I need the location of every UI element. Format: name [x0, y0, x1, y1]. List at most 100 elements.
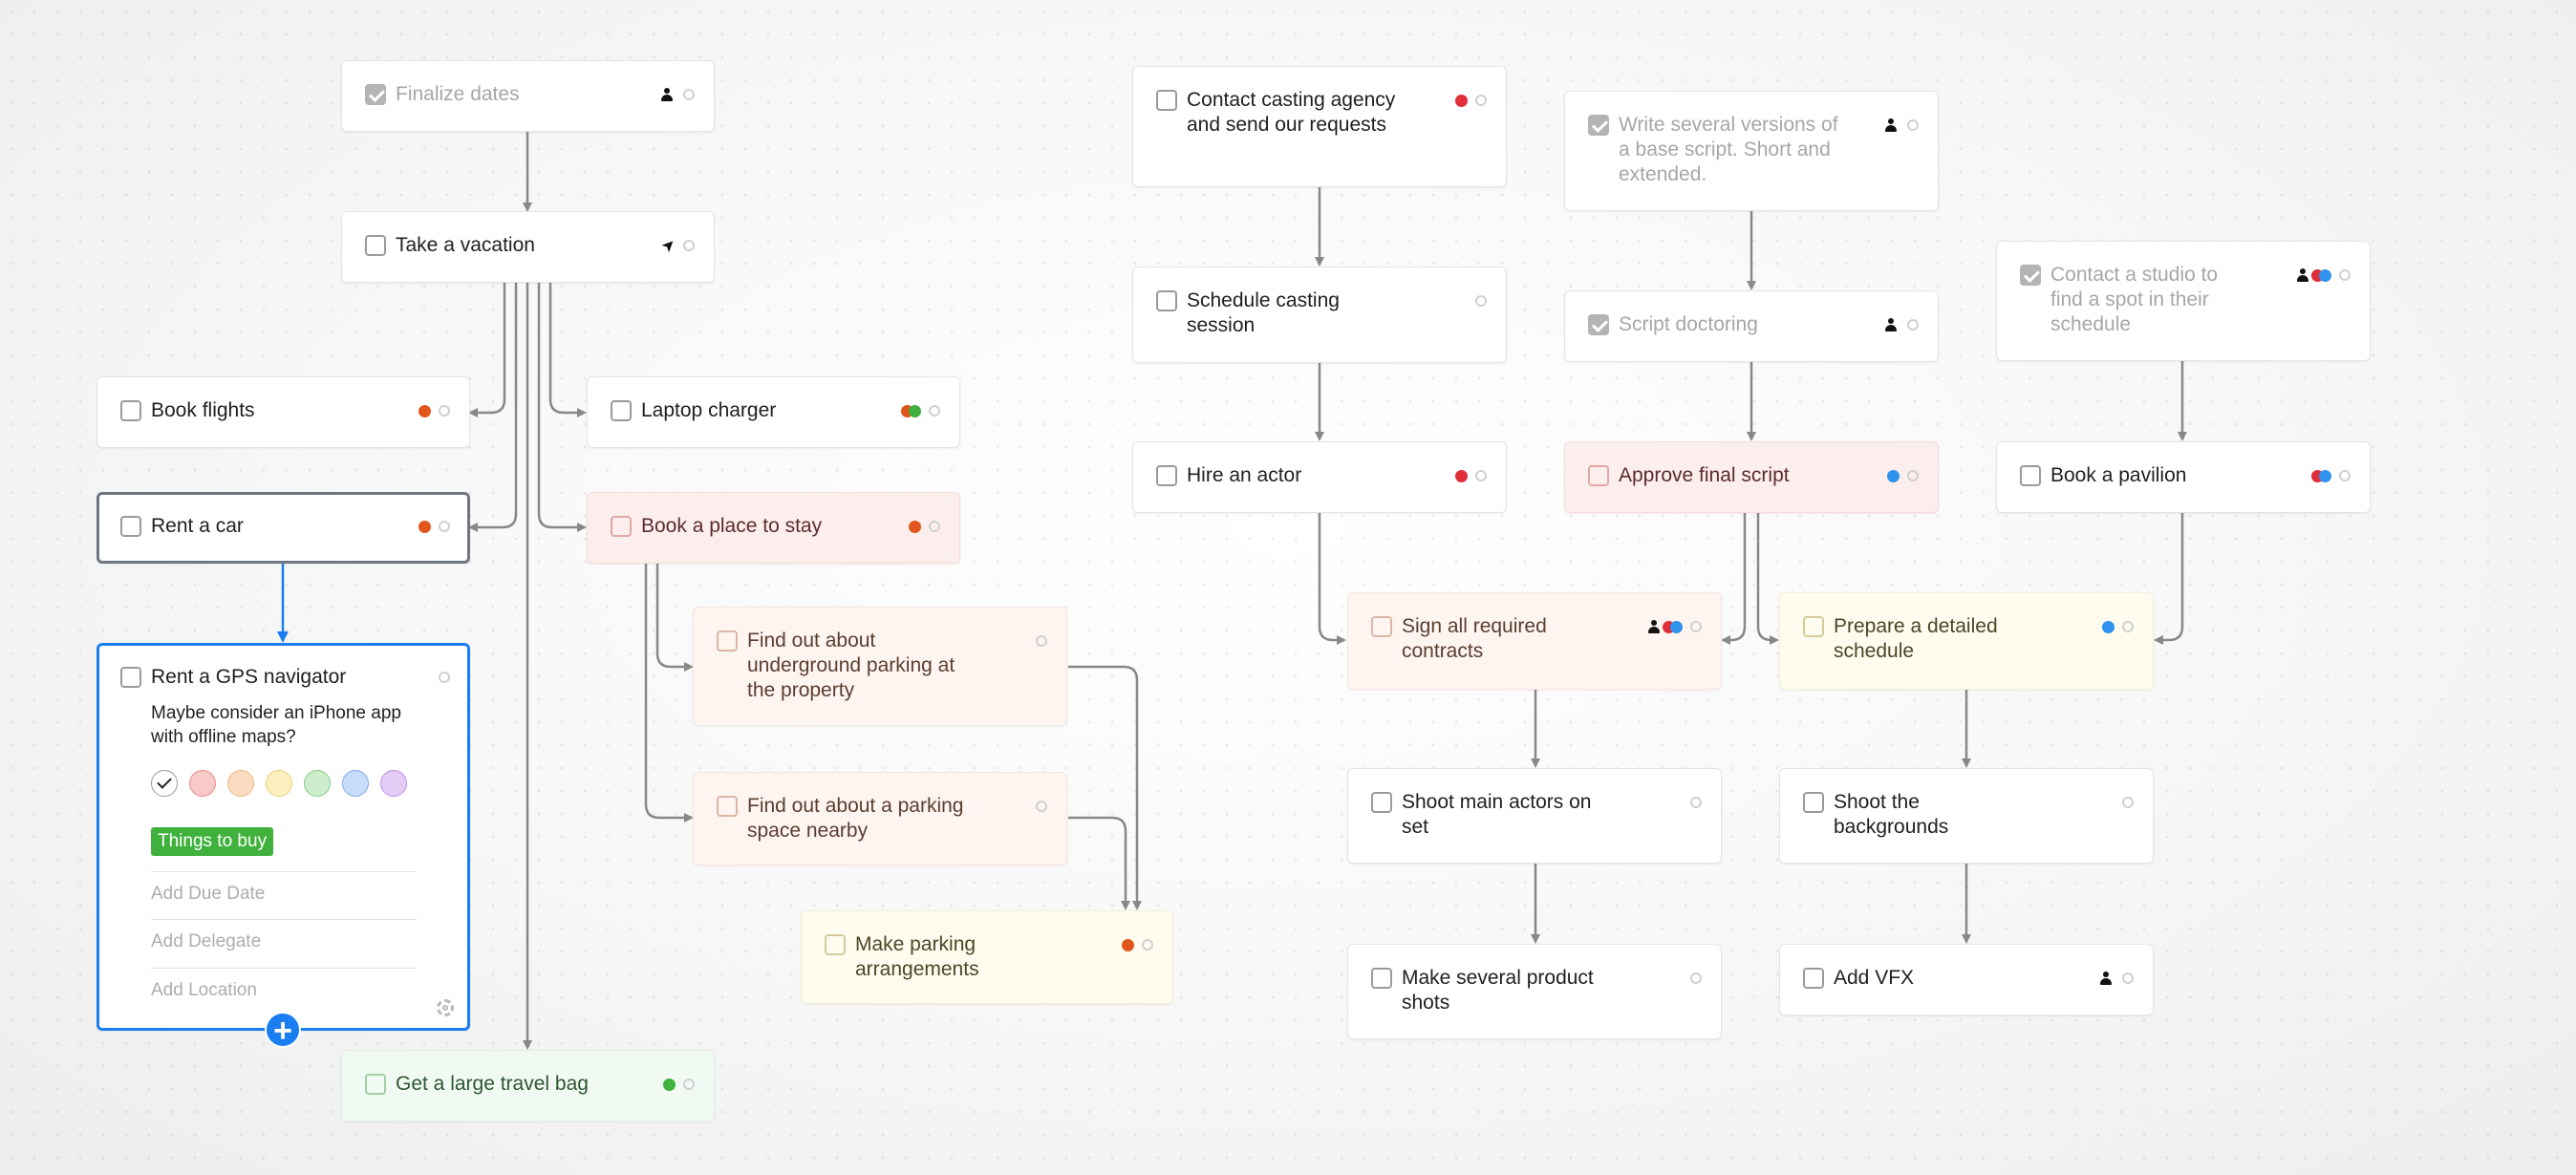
status-ring-icon [439, 405, 450, 417]
task-checkbox[interactable] [2020, 265, 2041, 286]
task-checkbox[interactable] [1371, 968, 1392, 989]
location-field[interactable]: Add Location [151, 968, 417, 1001]
task-card-shoot-backgrounds[interactable]: Shoot the backgrounds [1779, 768, 2154, 864]
task-title: Shoot main actors on set [1402, 791, 1592, 838]
task-title: Prepare a detailed schedule [1834, 615, 1998, 662]
task-card-finalize-dates[interactable]: Finalize dates [341, 60, 715, 132]
color-swatch-purple[interactable] [380, 770, 407, 797]
status-ring-icon [1690, 797, 1702, 808]
task-card-contact-studio[interactable]: Contact a studio to find a spot in their… [1996, 241, 2371, 361]
task-checkbox[interactable] [1156, 465, 1177, 486]
task-checkbox[interactable] [365, 1074, 386, 1095]
task-title: Schedule casting session [1187, 289, 1340, 336]
status-ring-icon [683, 89, 695, 100]
task-title: Sign all required contracts [1402, 615, 1547, 662]
task-card-script-doctoring[interactable]: Script doctoring [1564, 290, 1939, 362]
link-approve-to-schedule [1756, 513, 1779, 645]
task-checkbox[interactable] [120, 516, 141, 537]
task-checkbox[interactable] [120, 400, 141, 421]
task-checkbox[interactable] [2020, 465, 2041, 486]
task-card-book-flights[interactable]: Book flights [97, 376, 470, 448]
task-editor-rent-gps[interactable]: Rent a GPS navigator Maybe consider an i… [97, 643, 470, 1031]
delegate-field[interactable]: Add Delegate [151, 919, 417, 952]
blue-tag-dot [2319, 469, 2331, 482]
task-card-detailed-schedule[interactable]: Prepare a detailed schedule [1779, 592, 2154, 690]
task-card-sign-contracts[interactable]: Sign all required contracts [1347, 592, 1722, 690]
task-card-approve-script[interactable]: Approve final script [1564, 441, 1939, 513]
task-checkbox[interactable] [1588, 115, 1609, 136]
task-card-underground-parking[interactable]: Find out about underground parking at th… [693, 607, 1067, 726]
task-checkbox[interactable] [717, 796, 738, 817]
task-card-schedule-casting[interactable]: Schedule casting session [1132, 267, 1507, 363]
task-title: Rent a car [151, 515, 244, 537]
add-task-button[interactable]: + [265, 1012, 301, 1048]
color-swatch-red[interactable] [189, 770, 216, 797]
task-card-hire-actor[interactable]: Hire an actor [1132, 441, 1507, 513]
task-checkbox[interactable] [1156, 290, 1177, 311]
person-icon [1884, 118, 1898, 133]
tag-chip[interactable]: Things to buy [151, 827, 274, 856]
status-ring-icon [2339, 269, 2351, 281]
status-ring-icon [1475, 470, 1487, 481]
gear-icon[interactable] [437, 999, 454, 1016]
task-checkbox[interactable] [365, 84, 386, 105]
task-checkbox[interactable] [1803, 616, 1824, 637]
orange-tag-dot [419, 520, 431, 533]
status-ring-icon [1690, 972, 1702, 984]
task-card-shoot-actors[interactable]: Shoot main actors on set [1347, 768, 1722, 864]
task-title: Book a pavilion [2050, 464, 2187, 486]
task-card-laptop-charger[interactable]: Laptop charger [587, 376, 960, 448]
task-checkbox[interactable] [1588, 465, 1609, 486]
task-checkbox[interactable] [1371, 792, 1392, 813]
color-swatch-green[interactable] [304, 770, 331, 797]
task-card-book-pavilion[interactable]: Book a pavilion [1996, 441, 2371, 513]
task-title-input[interactable]: Rent a GPS navigator [151, 666, 347, 688]
task-checkbox[interactable] [611, 516, 632, 537]
blue-tag-dot [2102, 620, 2114, 633]
task-title: Laptop charger [641, 399, 777, 421]
color-swatch-yellow[interactable] [266, 770, 292, 797]
task-card-rent-car[interactable]: Rent a car [97, 492, 470, 564]
task-title: Take a vacation [396, 234, 535, 256]
task-card-add-vfx[interactable]: Add VFX [1779, 944, 2154, 1015]
status-ring-icon [683, 240, 695, 251]
blue-tag-dot [1670, 620, 1683, 633]
orange-tag-dot [1122, 938, 1134, 951]
red-tag-dot [1455, 94, 1468, 107]
task-card-product-shots[interactable]: Make several product shots [1347, 944, 1722, 1039]
status-ring-icon [439, 521, 450, 532]
color-swatch-blue[interactable] [342, 770, 369, 797]
task-checkbox[interactable] [1803, 792, 1824, 813]
task-checkbox[interactable] [120, 667, 141, 688]
task-card-take-vacation[interactable]: Take a vacation ➤ [341, 211, 715, 283]
orange-tag-dot [419, 404, 431, 417]
task-note-field[interactable]: Maybe consider an iPhone app with offlin… [151, 703, 401, 747]
task-card-contact-casting[interactable]: Contact casting agency and send our requ… [1132, 66, 1507, 187]
color-swatch-none[interactable] [151, 770, 178, 797]
task-card-travel-bag[interactable]: Get a large travel bag [341, 1050, 715, 1122]
task-card-parking-nearby[interactable]: Find out about a parking space nearby [693, 772, 1067, 865]
status-ring-icon [1142, 939, 1153, 951]
task-card-write-versions[interactable]: Write several versions of a base script.… [1564, 91, 1939, 211]
task-checkbox[interactable] [611, 400, 632, 421]
task-title: Add VFX [1834, 967, 1915, 989]
task-checkbox[interactable] [1371, 616, 1392, 637]
due-date-field[interactable]: Add Due Date [151, 871, 417, 905]
task-card-book-place[interactable]: Book a place to stay [587, 492, 960, 564]
task-card-make-parking[interactable]: Make parking arrangements [801, 910, 1173, 1004]
task-checkbox[interactable] [717, 630, 738, 652]
link-vacation-to-charger [548, 283, 587, 417]
task-title: Write several versions of a base script.… [1619, 114, 1838, 185]
task-checkbox[interactable] [365, 235, 386, 256]
status-ring-icon[interactable] [439, 672, 450, 683]
task-title: Shoot the backgrounds [1834, 791, 1949, 838]
task-checkbox[interactable] [825, 934, 846, 955]
task-title: Contact casting agency and send our requ… [1187, 89, 1396, 136]
link-hire-to-sign [1318, 513, 1346, 645]
task-checkbox[interactable] [1588, 314, 1609, 335]
status-ring-icon [1475, 295, 1487, 307]
task-checkbox[interactable] [1803, 968, 1824, 989]
color-swatch-orange[interactable] [227, 770, 254, 797]
task-checkbox[interactable] [1156, 90, 1177, 111]
